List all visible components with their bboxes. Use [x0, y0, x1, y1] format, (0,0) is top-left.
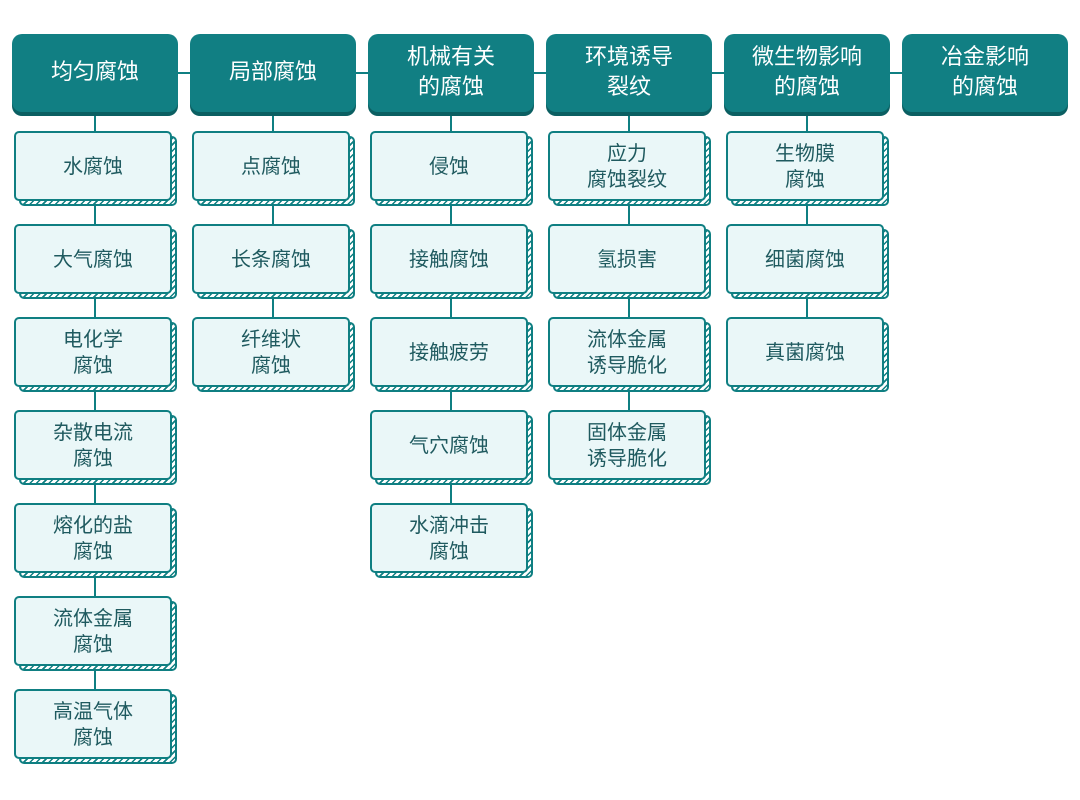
corrosion-type-label: 电化学 腐蚀 [63, 326, 123, 377]
category-header-label: 微生物影响 的腐蚀 [751, 44, 862, 100]
corrosion-type-label: 气穴腐蚀 [409, 432, 489, 457]
corrosion-type-node: 电化学 腐蚀 [14, 317, 172, 387]
corrosion-type-node: 侵蚀 [370, 131, 528, 201]
corrosion-type-label: 氢损害 [597, 246, 657, 271]
category-header-label: 局部腐蚀 [228, 59, 317, 85]
corrosion-type-node: 生物膜 腐蚀 [726, 131, 884, 201]
corrosion-type-label: 流体金属 诱导脆化 [587, 326, 667, 377]
category-header-label: 均匀腐蚀 [50, 59, 139, 85]
corrosion-type-label: 细菌腐蚀 [765, 246, 845, 271]
corrosion-type-label: 流体金属 腐蚀 [53, 605, 133, 656]
corrosion-type-node: 水腐蚀 [14, 131, 172, 201]
category-header: 机械有关 的腐蚀 [368, 34, 534, 112]
category-header: 局部腐蚀 [190, 34, 356, 112]
corrosion-type-node: 长条腐蚀 [192, 224, 350, 294]
corrosion-type-node: 接触疲劳 [370, 317, 528, 387]
header-connector-line [95, 72, 985, 74]
corrosion-type-node: 氢损害 [548, 224, 706, 294]
corrosion-type-node: 杂散电流 腐蚀 [14, 410, 172, 480]
category-header-label: 冶金影响 的腐蚀 [940, 44, 1029, 100]
corrosion-type-node: 细菌腐蚀 [726, 224, 884, 294]
corrosion-type-label: 纤维状 腐蚀 [241, 326, 301, 377]
corrosion-type-label: 真菌腐蚀 [765, 339, 845, 364]
category-header-label: 环境诱导 裂纹 [584, 44, 673, 100]
corrosion-type-node: 流体金属 诱导脆化 [548, 317, 706, 387]
corrosion-type-label: 固体金属 诱导脆化 [587, 419, 667, 470]
corrosion-type-node: 熔化的盐 腐蚀 [14, 503, 172, 573]
corrosion-type-node: 固体金属 诱导脆化 [548, 410, 706, 480]
corrosion-type-node: 纤维状 腐蚀 [192, 317, 350, 387]
category-header: 冶金影响 的腐蚀 [902, 34, 1068, 112]
corrosion-type-label: 水滴冲击 腐蚀 [409, 512, 489, 563]
corrosion-type-node: 水滴冲击 腐蚀 [370, 503, 528, 573]
corrosion-type-label: 生物膜 腐蚀 [775, 140, 835, 191]
corrosion-type-label: 接触腐蚀 [409, 246, 489, 271]
category-header: 环境诱导 裂纹 [546, 34, 712, 112]
corrosion-type-label: 熔化的盐 腐蚀 [53, 512, 133, 563]
corrosion-type-label: 接触疲劳 [409, 339, 489, 364]
category-header: 微生物影响 的腐蚀 [724, 34, 890, 112]
corrosion-type-node: 接触腐蚀 [370, 224, 528, 294]
corrosion-type-node: 流体金属 腐蚀 [14, 596, 172, 666]
corrosion-type-label: 应力 腐蚀裂纹 [587, 140, 667, 191]
corrosion-type-node: 大气腐蚀 [14, 224, 172, 294]
corrosion-type-label: 侵蚀 [429, 153, 469, 178]
corrosion-type-node: 点腐蚀 [192, 131, 350, 201]
corrosion-type-node: 气穴腐蚀 [370, 410, 528, 480]
corrosion-type-node: 高温气体 腐蚀 [14, 689, 172, 759]
corrosion-type-label: 杂散电流 腐蚀 [53, 419, 133, 470]
category-header-label: 机械有关 的腐蚀 [406, 44, 495, 100]
category-header: 均匀腐蚀 [12, 34, 178, 112]
corrosion-type-node: 应力 腐蚀裂纹 [548, 131, 706, 201]
corrosion-type-label: 长条腐蚀 [231, 246, 311, 271]
corrosion-type-label: 高温气体 腐蚀 [53, 698, 133, 749]
corrosion-type-label: 点腐蚀 [241, 153, 301, 178]
corrosion-type-node: 真菌腐蚀 [726, 317, 884, 387]
corrosion-type-label: 大气腐蚀 [53, 246, 133, 271]
corrosion-type-label: 水腐蚀 [63, 153, 123, 178]
